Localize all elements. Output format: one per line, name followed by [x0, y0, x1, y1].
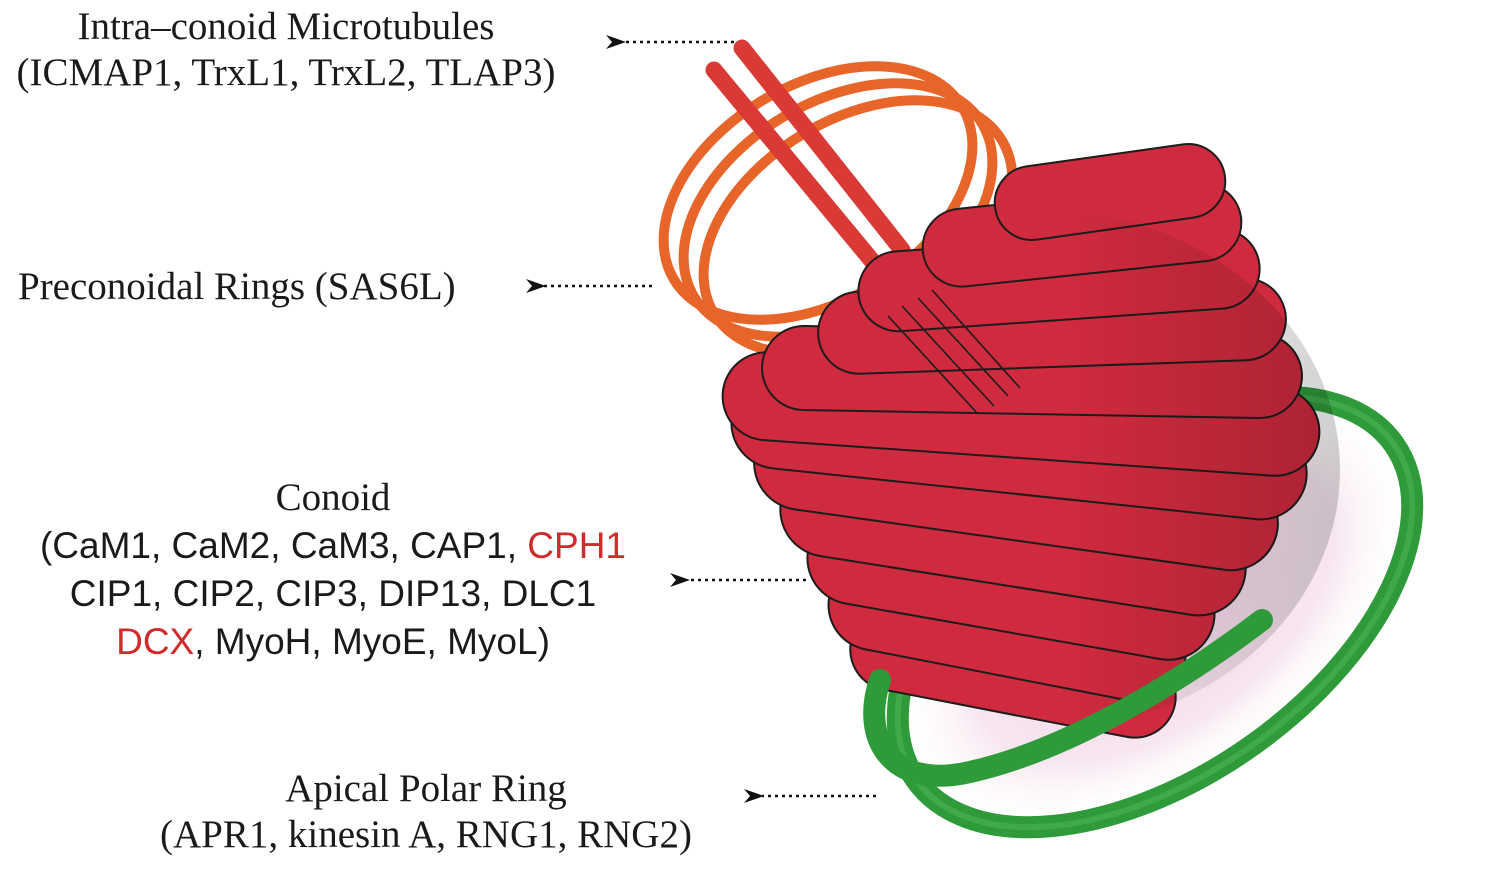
cph1-highlight: CPH1	[527, 525, 626, 566]
apr-ring-front	[863, 609, 1273, 787]
intra-conoid-microtubules	[705, 39, 911, 277]
apr-title: Apical Polar Ring	[285, 767, 567, 810]
conoid-proteins-line-2: CIP1, CIP2, CIP3, DIP13, DLC1	[69, 573, 597, 614]
label-conoid: Conoid (CaM1, CaM2, CaM3, CAP1, CPH1 CIP…	[0, 474, 666, 666]
label-preconoidal-rings: Preconoidal Rings (SAS6L)	[18, 264, 456, 310]
dcx-highlight: DCX	[116, 621, 195, 662]
conoid-proteins-line-3: DCX, MyoH, MyoE, MyoL)	[116, 621, 550, 662]
microtubule-1	[733, 39, 911, 259]
apr-proteins: (APR1, kinesin A, RNG1, RNG2)	[160, 813, 692, 856]
intra-conoid-title: Intra–conoid Microtubules	[77, 5, 495, 48]
conoid-proteins-line-1: (CaM1, CaM2, CaM3, CAP1, CPH1	[39, 525, 626, 566]
leader-arrows	[526, 35, 876, 803]
conoid-title: Conoid	[275, 476, 391, 519]
conoid-inner-microtubules	[887, 289, 1021, 415]
microtubule-2	[705, 61, 887, 277]
label-apical-polar-ring: Apical Polar Ring (APR1, kinesin A, RNG1…	[126, 766, 726, 858]
preconoidal-title: Preconoidal Rings (SAS6L)	[18, 265, 456, 308]
intra-conoid-proteins: (ICMAP1, TrxL1, TrxL2, TLAP3)	[16, 51, 556, 94]
label-intra-conoid-microtubules: Intra–conoid Microtubules (ICMAP1, TrxL1…	[0, 4, 572, 96]
